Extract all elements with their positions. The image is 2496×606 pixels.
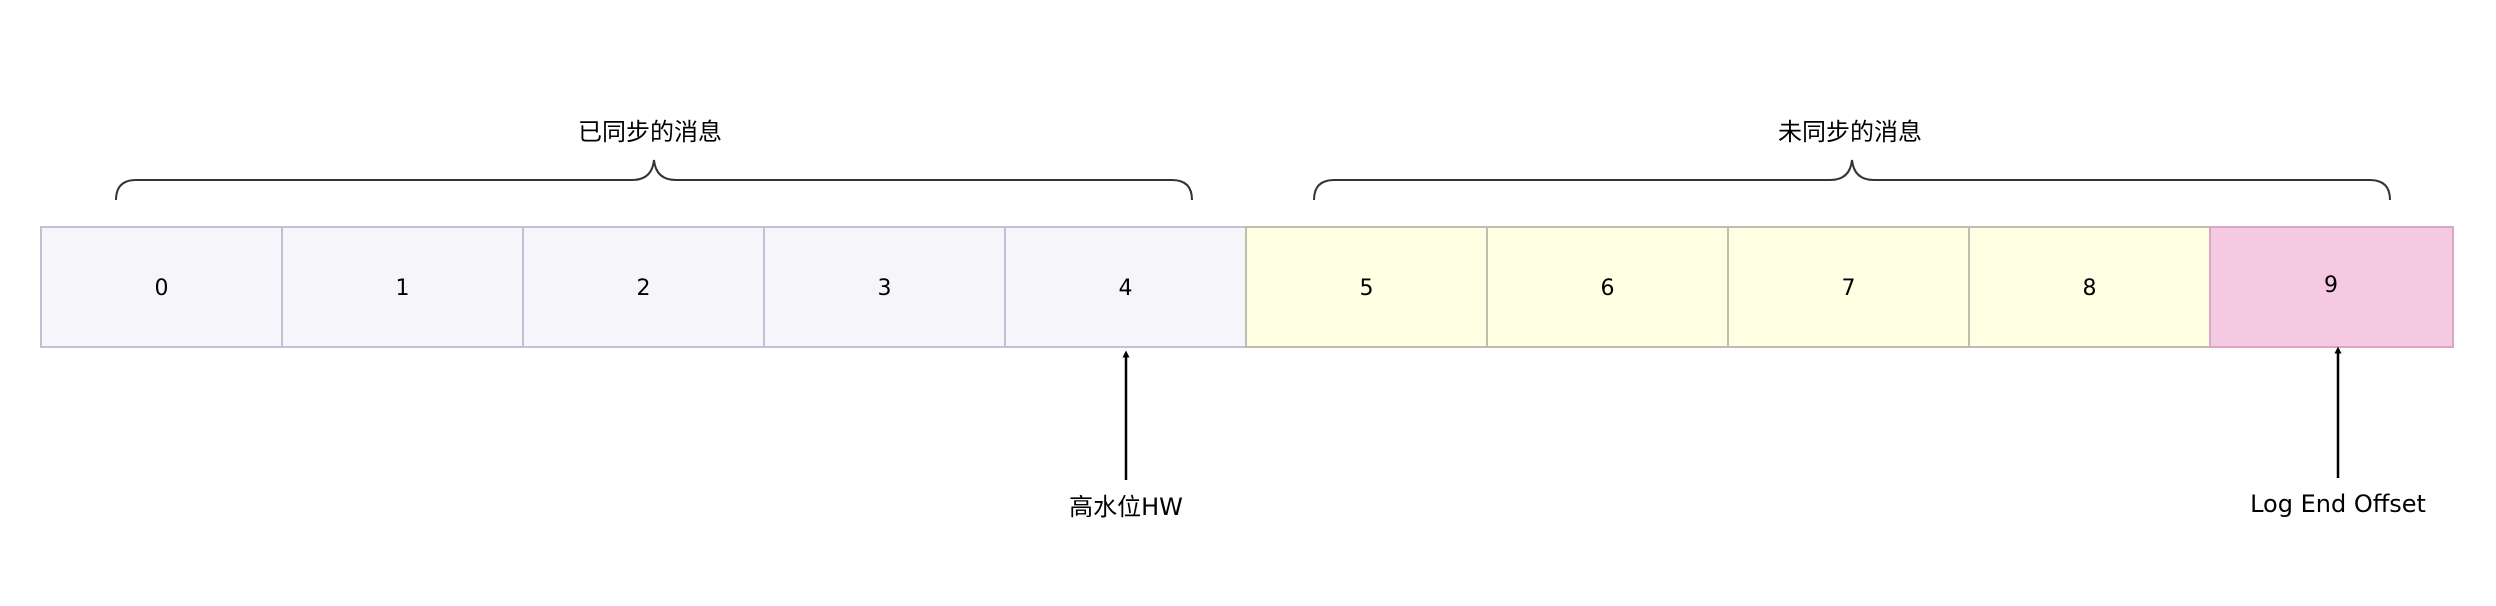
pointer-label-leo: Log End Offset — [2250, 490, 2426, 518]
pointer-label-hw: 高水位HW — [1069, 493, 1183, 521]
group-label-synced: 已同步的消息 — [578, 118, 722, 146]
cell-7: 7 — [1727, 226, 1970, 348]
cell-label: 5 — [1360, 276, 1374, 301]
cell-box — [1245, 226, 1488, 348]
cell-label: 6 — [1601, 276, 1615, 301]
group-label-unsynced: 未同步的消息 — [1778, 118, 1922, 146]
cell-box — [1727, 226, 1970, 348]
cell-box — [281, 226, 524, 348]
cell-3: 3 — [763, 226, 1006, 348]
cell-5: 5 — [1245, 226, 1488, 348]
cell-1: 1 — [281, 226, 524, 348]
cell-box — [522, 226, 765, 348]
cell-box — [1968, 226, 2211, 348]
group-unsynced: 未同步的消息 — [1313, 118, 2391, 201]
message-cells: 0 1 2 3 4 5 6 7 — [40, 226, 2454, 348]
brace-unsynced — [1313, 159, 2391, 201]
cell-box — [1486, 226, 1729, 348]
cell-label: 8 — [2083, 276, 2097, 301]
cell-label: 2 — [637, 276, 651, 301]
cell-label: 7 — [1842, 276, 1856, 301]
cell-box — [763, 226, 1006, 348]
brace-synced — [115, 159, 1193, 201]
cell-box — [1004, 226, 1247, 348]
cell-4: 4 — [1004, 226, 1247, 348]
cell-9: 9 — [2209, 226, 2454, 348]
cell-0: 0 — [40, 226, 283, 348]
cell-label: 4 — [1119, 276, 1133, 301]
group-synced: 已同步的消息 — [115, 118, 1193, 201]
pointer-high-watermark: 高水位HW — [1069, 350, 1183, 521]
cell-2: 2 — [522, 226, 765, 348]
cell-box — [40, 226, 283, 348]
cell-label: 1 — [396, 276, 410, 301]
cell-6: 6 — [1486, 226, 1729, 348]
cell-8: 8 — [1968, 226, 2211, 348]
pointer-log-end-offset: Log End Offset — [2250, 346, 2426, 518]
cell-label: 9 — [2324, 273, 2338, 298]
cell-box — [2209, 226, 2454, 348]
cell-label: 3 — [878, 276, 892, 301]
cell-label: 0 — [155, 276, 169, 301]
